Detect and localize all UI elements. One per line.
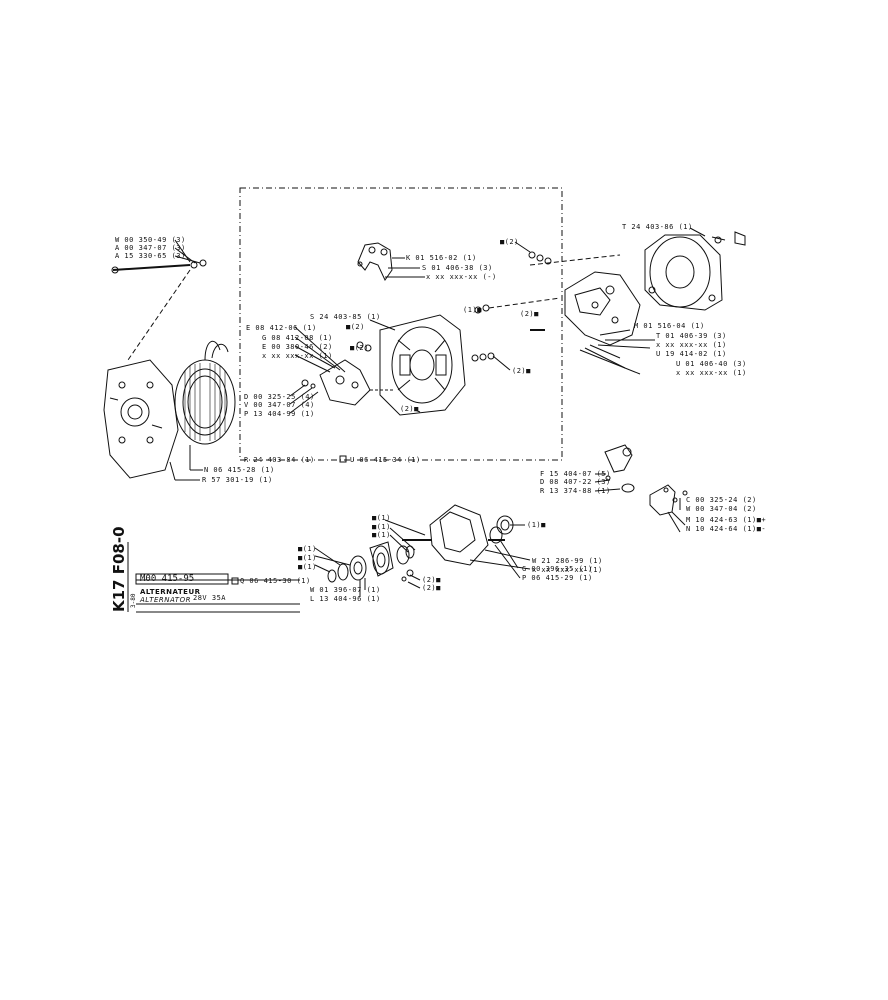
part-label: x xx xxx-xx (1): [656, 341, 727, 349]
part-label: S 01 406-38 (3): [422, 264, 493, 272]
part-label: U 19 414-02 (1): [656, 350, 727, 358]
part-label: C 00 325-24 (2): [686, 496, 757, 504]
part-label: (1)■: [527, 521, 546, 529]
part-label: W 00 350-49 (3): [115, 236, 186, 244]
assembly-code: M00 415-95: [140, 574, 195, 584]
part-label: ■(1): [372, 514, 391, 522]
rear-cover: [644, 231, 746, 311]
part-label: P 13 404-99 (1): [244, 410, 315, 418]
part-label: W 01 396-07 (1): [310, 586, 381, 594]
part-label: G 08 412-08 (1): [262, 334, 333, 342]
part-label: F 15 404-07 (5): [540, 470, 611, 478]
part-label: ■(1): [372, 523, 391, 531]
part-label: W 00 347-04 (2): [686, 505, 757, 513]
rear-housing: [379, 314, 466, 416]
part-label: x xx xxx-xx (1): [532, 566, 603, 574]
part-label: U 06 415-34 (1): [350, 456, 421, 464]
stator: [174, 340, 236, 445]
screws-right: [471, 241, 621, 371]
part-label: R 24 403-84 (1): [244, 456, 315, 464]
part-label: D 00 325-25 (4): [244, 393, 315, 401]
part-label: M 10 424-63 (1)■+: [686, 516, 767, 524]
part-label: ■(2): [500, 238, 519, 246]
part-label: x xx xxx-xx (-): [426, 273, 497, 281]
sheet-date: 3-80: [130, 593, 137, 608]
subassembly-frame: [239, 187, 563, 461]
end-shield-front: [103, 359, 179, 479]
part-label: ■(2): [346, 323, 365, 331]
part-label: V 00 347-07 (4): [244, 401, 315, 409]
part-label: L 13 404-96 (1): [310, 595, 381, 603]
bearing-slipring: [489, 515, 514, 544]
part-label: ■(1): [298, 554, 317, 562]
cable-terminal: [604, 444, 635, 493]
part-label: x xx xxx-xx (1): [676, 369, 747, 377]
part-label: (2)■: [422, 576, 441, 584]
rating: 28V 35A: [193, 594, 227, 602]
part-label: x xx xxx-xx (1): [262, 352, 333, 360]
title-fr: ALTERNATEUR: [140, 588, 201, 596]
part-label: (2)■: [422, 584, 441, 592]
page-code: K17 F08-0: [110, 526, 128, 612]
part-label: ■(1): [372, 531, 391, 539]
brush-bracket: [357, 242, 393, 281]
rotor: [402, 504, 505, 566]
part-label: G 00 396-35 (1): [522, 565, 593, 573]
part-label: T 24 403-86 (1): [622, 223, 693, 231]
part-label: (2)■: [520, 310, 539, 318]
part-label: E 08 412-06 (1): [246, 324, 317, 332]
title-en: ALTERNATOR: [140, 596, 191, 604]
part-label: (2)■: [512, 367, 531, 375]
part-label: E 00 380-46 (2): [262, 343, 333, 351]
part-label: A 00 347-07 (3): [115, 244, 186, 252]
part-label: S 24 403-85 (1): [310, 313, 381, 321]
part-label: D 08 407-22 (3): [540, 478, 611, 486]
part-label: U 01 406-40 (3): [676, 360, 747, 368]
part-label: (1)■: [463, 306, 482, 314]
assembly-ref: Q 06 415-30 (1): [240, 577, 311, 585]
part-label: ■(2): [350, 344, 369, 352]
pulley-side-parts: [327, 541, 415, 583]
part-label: T 01 406-39 (3): [656, 332, 727, 340]
long-bolt: [111, 259, 207, 274]
diode-plate: [301, 341, 395, 406]
part-label: P 06 415-29 (1): [522, 574, 593, 582]
part-label: ■(1): [298, 545, 317, 553]
regulator-bracket: [649, 484, 688, 516]
part-label: R 57 301-19 (1): [202, 476, 273, 484]
part-label: R 13 374-88 (1): [540, 487, 611, 495]
part-label: A 15 330-65 (3): [115, 252, 186, 260]
part-label: K 01 516-02 (1): [406, 254, 477, 262]
part-label: M 01 516-04 (1): [634, 322, 705, 330]
part-label: N 06 415-28 (1): [204, 466, 275, 474]
part-label: (2)■: [400, 405, 419, 413]
part-label: ■(1): [298, 563, 317, 571]
part-label: W 21 286-99 (1): [532, 557, 603, 565]
part-label: N 10 424-64 (1)■-: [686, 525, 767, 533]
rectifier-assembly: [564, 271, 641, 346]
